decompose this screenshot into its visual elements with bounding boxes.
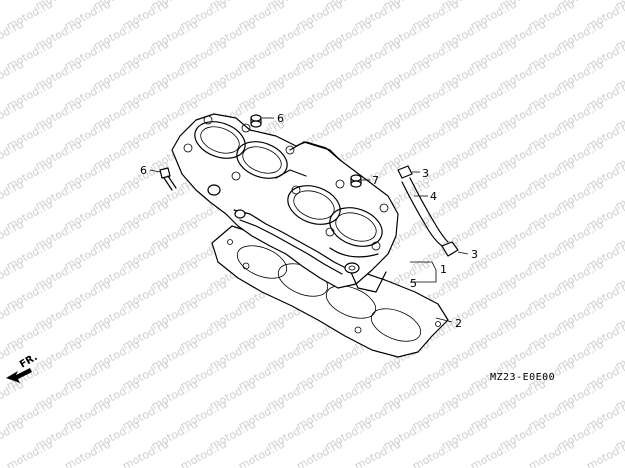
- leader-lines: [149, 117, 469, 323]
- dowel-pin-lower: [350, 174, 362, 188]
- watermark-text: motod.ru: [0, 137, 26, 172]
- watermark-text: motod.ru: [0, 17, 26, 52]
- callout-4: 4: [430, 190, 437, 203]
- watermark-text: motod.ru: [613, 0, 625, 13]
- hose: [401, 177, 449, 247]
- callout-2: 2: [455, 317, 462, 330]
- watermark-text: motod.ru: [410, 437, 461, 468]
- hose-clip-lower: [441, 241, 459, 257]
- cylinder-block: [171, 113, 399, 293]
- callout-3-lower: 3: [471, 248, 478, 261]
- callout-5: 5: [410, 277, 417, 290]
- bolt: [159, 167, 177, 191]
- watermark-text: motod.ru: [120, 437, 171, 468]
- dowel-pin-upper: [250, 114, 262, 128]
- watermark-text: motod.ru: [468, 437, 519, 468]
- watermark-text: motod.ru: [0, 297, 26, 332]
- callout-7: 6: [140, 164, 147, 177]
- watermark-text: motod.ru: [0, 217, 26, 252]
- watermark-text: motod.ru: [0, 57, 26, 92]
- watermark-text: motod.ru: [0, 97, 26, 132]
- watermark-text: motod.ru: [526, 437, 577, 468]
- callout-6-lower: 7: [372, 174, 379, 187]
- watermark-text: motod.ru: [294, 437, 345, 468]
- watermark-text: motod.ru: [4, 437, 55, 468]
- callout-3-upper: 3: [422, 167, 429, 180]
- hose-clip-upper: [397, 165, 413, 179]
- diagram-code: MZ23-E0E00: [490, 372, 555, 383]
- watermark-text: motod.ru: [0, 177, 26, 212]
- watermark-text: motod.ru: [0, 377, 26, 412]
- callout-1: 1: [440, 263, 447, 276]
- watermark-text: motod.ru: [236, 437, 287, 468]
- callouts: 6 7 3 4 3 6 1 5 2: [140, 112, 478, 330]
- watermark-text: motod.ru: [62, 437, 113, 468]
- watermark-text: motod.ru: [178, 437, 229, 468]
- watermark-text: motod.ru: [0, 417, 26, 452]
- callout-6-upper: 6: [277, 112, 284, 125]
- watermark-text: motod.ru: [352, 437, 403, 468]
- front-arrow-icon: [6, 368, 32, 383]
- watermark-text: motod.ru: [0, 257, 26, 292]
- watermark-text: motod.ru: [584, 437, 625, 468]
